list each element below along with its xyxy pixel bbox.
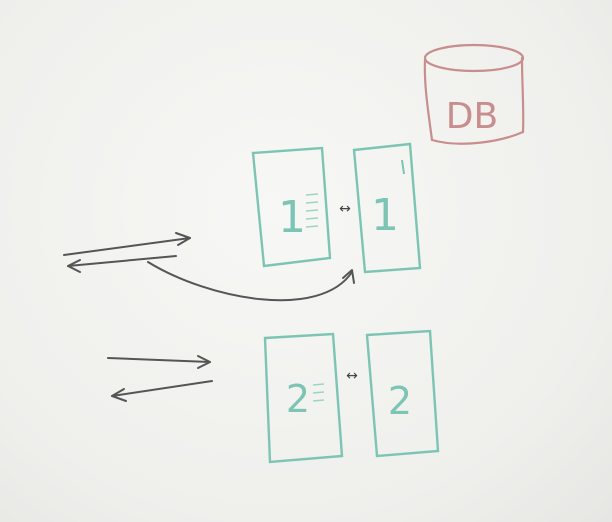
sync-arrow-row1-glyph: ↔	[339, 201, 351, 217]
database-left-side	[423, 58, 434, 142]
request-arrow-row2	[107, 355, 211, 369]
database-cylinder: DB	[423, 43, 525, 145]
curved-arrow-to-replica	[147, 261, 355, 302]
box-label: 1	[278, 192, 306, 243]
box-label: 1	[371, 190, 399, 241]
sync-arrow-row2: ↔	[346, 368, 358, 384]
sync-arrow-row1: ↔	[339, 201, 351, 217]
database-label: DB	[446, 96, 498, 137]
box-outline	[251, 146, 332, 268]
box-label: 2	[388, 379, 412, 423]
sync-arrow-row2-glyph: ↔	[346, 368, 358, 384]
request-arrow-row2-line	[107, 357, 211, 363]
scribble-lines	[305, 193, 319, 228]
response-arrow-row1-line	[67, 255, 177, 267]
request-arrow-row1-head	[175, 232, 191, 246]
request-arrow-row2-head	[197, 355, 211, 369]
box-outline	[263, 332, 344, 464]
database-right-side	[520, 56, 525, 134]
response-arrow-row1	[67, 255, 177, 273]
database-top	[423, 43, 525, 73]
box-outline	[365, 329, 440, 458]
response-arrow-row1-head	[67, 259, 81, 273]
scribble-lines	[312, 383, 325, 402]
server-box-1-right: 1	[352, 142, 422, 274]
request-arrow-row1-line	[63, 237, 191, 256]
response-arrow-row2	[111, 380, 213, 402]
curved-arrow-line	[147, 261, 353, 302]
box-outline	[352, 142, 422, 274]
server-box-2-left: 2	[263, 332, 344, 464]
server-box-1-left: 1	[251, 146, 332, 268]
server-box-2-right: 2	[365, 329, 440, 458]
prime-tick	[401, 159, 405, 175]
response-arrow-row2-line	[111, 380, 213, 397]
response-arrow-row2-head	[111, 388, 127, 402]
database-bottom	[430, 130, 525, 145]
curved-arrow-head	[342, 269, 355, 284]
request-arrow-row1	[63, 232, 191, 256]
box-label: 2	[286, 377, 310, 421]
